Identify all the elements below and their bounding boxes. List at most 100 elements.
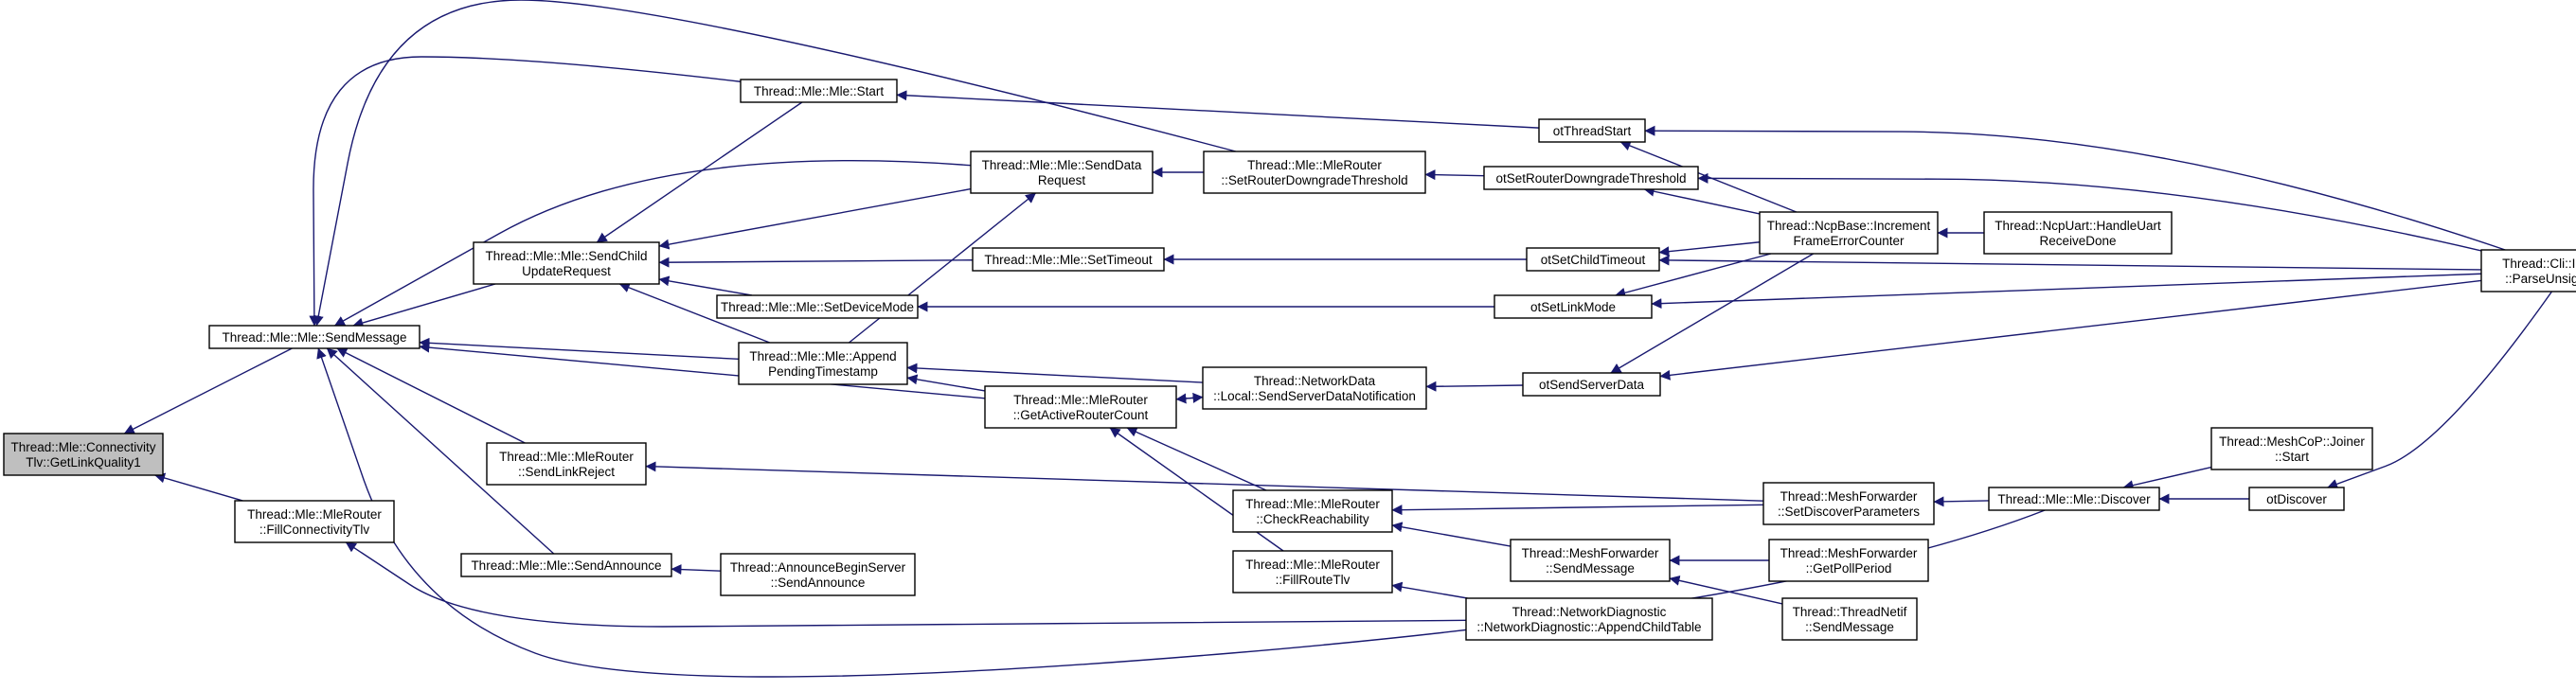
node-box (1232, 489, 1393, 533)
node-box (208, 325, 420, 349)
edge-meshsend-to-checkreach (1391, 522, 1512, 547)
node-box (1768, 539, 1929, 582)
node-settimeout[interactable]: Thread::Mle::Mle::SetTimeout (972, 247, 1165, 272)
edge-settimeout-to-sendchild (658, 257, 974, 268)
edge-arrow (1669, 575, 1783, 605)
edge-append-to-sendmsg (419, 337, 740, 361)
node-start[interactable]: Thread::Mle::Mle::Start (740, 79, 898, 103)
edge-meshsetdisc-to-checkreach (1391, 504, 1764, 516)
edge-arrow (1391, 522, 1512, 547)
node-meshsetdisc[interactable]: Thread::MeshForwarder::SetDiscoverParame… (1762, 482, 1935, 525)
node-label-line: Thread::Cli::Interpreter (2502, 257, 2576, 271)
node-label-line: otSendServerData (1539, 378, 1645, 392)
node-box (1762, 482, 1935, 525)
node-box (460, 553, 672, 577)
node-box (486, 442, 647, 486)
edge-arrow (1933, 496, 1990, 507)
node-ncpbase[interactable]: Thread::NcpBase::IncrementFrameErrorCoun… (1759, 211, 1939, 255)
node-label-line: Thread::Mle::MleRouter (1013, 393, 1148, 407)
node-label-line: Thread::ThreadNetif (1793, 605, 1907, 619)
node-label-line: UpdateRequest (522, 264, 611, 278)
edge-arrow (645, 461, 1764, 502)
node-discover[interactable]: Thread::Mle::Mle::Discover (1988, 487, 2160, 511)
node-label-line: otSetLinkMode (1530, 300, 1616, 314)
node-label-line: Thread::Mle::Mle::SetDeviceMode (721, 300, 914, 314)
node-getactive[interactable]: Thread::Mle::MleRouter::GetActiveRouterC… (984, 385, 1177, 429)
edge-arrow (658, 275, 752, 296)
node-sendannounce[interactable]: Thread::Mle::Mle::SendAnnounce (460, 553, 672, 577)
edge-arrow (2122, 466, 2212, 491)
edge-arrow (333, 160, 972, 327)
node-sendannounce2[interactable]: Thread::AnnounceBeginServer::SendAnnounc… (720, 553, 916, 596)
node-joiner[interactable]: Thread::MeshCoP::Joiner::Start (2210, 427, 2373, 470)
edge-getactive-to-append (906, 374, 986, 392)
node-otsetlinkmode[interactable]: otSetLinkMode (1494, 294, 1653, 319)
node-box (716, 294, 919, 319)
edge-arrow (1391, 581, 1468, 599)
edge-sendmsg-to-root (123, 347, 293, 434)
node-label-line: ::FillConnectivityTlv (259, 523, 370, 537)
node-box (1510, 539, 1671, 582)
node-label-line: Thread::Mle::Mle::Start (754, 84, 885, 98)
node-root[interactable]: Thread::Mle::ConnectivityTlv::GetLinkQua… (3, 433, 164, 476)
edge-ncpbase-to-otsendserverdata (1610, 253, 1815, 374)
edge-getactive-to-netdata (1175, 392, 1204, 403)
node-box (972, 247, 1165, 272)
node-label-line: ::FillRouteTlv (1276, 573, 1351, 587)
node-label-line: Thread::Mle::Connectivity (10, 440, 155, 454)
node-box (740, 79, 898, 103)
edge-cli-to-otsetlinkmode (1651, 273, 2482, 310)
node-label-line: FrameErrorCounter (1793, 234, 1905, 248)
node-label-line: PendingTimestamp (768, 364, 878, 379)
node-box (234, 500, 395, 543)
node-setdevmode[interactable]: Thread::Mle::Mle::SetDeviceMode (716, 294, 919, 319)
node-box (1483, 166, 1699, 190)
node-netdata[interactable]: Thread::NetworkData::Local::SendServerDa… (1202, 366, 1427, 410)
node-sendlinkreject[interactable]: Thread::Mle::MleRouter::SendLinkReject (486, 442, 647, 486)
node-otthreadstart[interactable]: otThreadStart (1538, 118, 1646, 143)
edge-arrow (906, 363, 1204, 383)
edges-layer (123, 0, 2553, 678)
edge-arrow (1658, 255, 2482, 271)
edge-otsendserverdata-to-netdata (1425, 381, 1524, 392)
edge-arrow (2327, 291, 2553, 489)
node-otsetchildtimeout[interactable]: otSetChildTimeout (1526, 247, 1660, 272)
node-otsendserverdata[interactable]: otSendServerData (1522, 372, 1661, 397)
node-otdiscover[interactable]: otDiscover (2248, 487, 2345, 511)
node-label-line: Thread::Mle::Mle::Discover (1997, 492, 2151, 506)
edge-arrow (1175, 392, 1204, 403)
node-label-line: ::GetActiveRouterCount (1013, 408, 1149, 422)
edge-arrow (671, 564, 722, 576)
node-checkreach[interactable]: Thread::Mle::MleRouter::CheckReachabilit… (1232, 489, 1393, 533)
edge-arrow (419, 342, 986, 399)
edge-arrow (1126, 427, 1267, 491)
node-setrouterdown[interactable]: Thread::Mle::MleRouter::SetRouterDowngra… (1203, 151, 1426, 194)
node-netdiag[interactable]: Thread::NetworkDiagnostic::NetworkDiagno… (1465, 597, 1713, 641)
node-box (738, 342, 908, 385)
edge-netdiag-to-fillconn (345, 541, 1467, 628)
edge-arrow (1658, 241, 1761, 257)
node-sendmsg[interactable]: Thread::Mle::Mle::SendMessage (208, 325, 420, 349)
edge-arrow (336, 347, 526, 444)
node-fillroute[interactable]: Thread::Mle::MleRouter::FillRouteTlv (1232, 550, 1393, 594)
node-label-line: Thread::Mle::Mle::SendAnnounce (471, 558, 661, 573)
node-otsetrouterdown[interactable]: otSetRouterDowngradeThreshold (1483, 166, 1699, 190)
node-cli[interactable]: Thread::Cli::Interpreter::ParseUnsignedL… (2480, 249, 2576, 292)
node-fillconn[interactable]: Thread::Mle::MleRouter::FillConnectivity… (234, 500, 395, 543)
edge-cli-to-otsetrouterdown (1697, 172, 2482, 252)
node-meshpoll[interactable]: Thread::MeshForwarder::GetPollPeriod (1768, 539, 1929, 582)
edge-arrow (658, 187, 972, 250)
node-label-line: Tlv::GetLinkQuality1 (26, 455, 141, 470)
edge-otthreadstart-to-start (896, 90, 1540, 129)
node-label-line: ::CheckReachability (1256, 512, 1369, 526)
node-meshsend[interactable]: Thread::MeshForwarder::SendMessage (1510, 539, 1671, 582)
edge-netdata-to-append (906, 363, 1204, 383)
edge-checkreach-to-getactive (1126, 427, 1267, 491)
node-label-line: Thread::Mle::MleRouter (1245, 558, 1380, 572)
node-box (1522, 372, 1661, 397)
node-netifsend[interactable]: Thread::ThreadNetif::SendMessage (1781, 597, 1918, 641)
